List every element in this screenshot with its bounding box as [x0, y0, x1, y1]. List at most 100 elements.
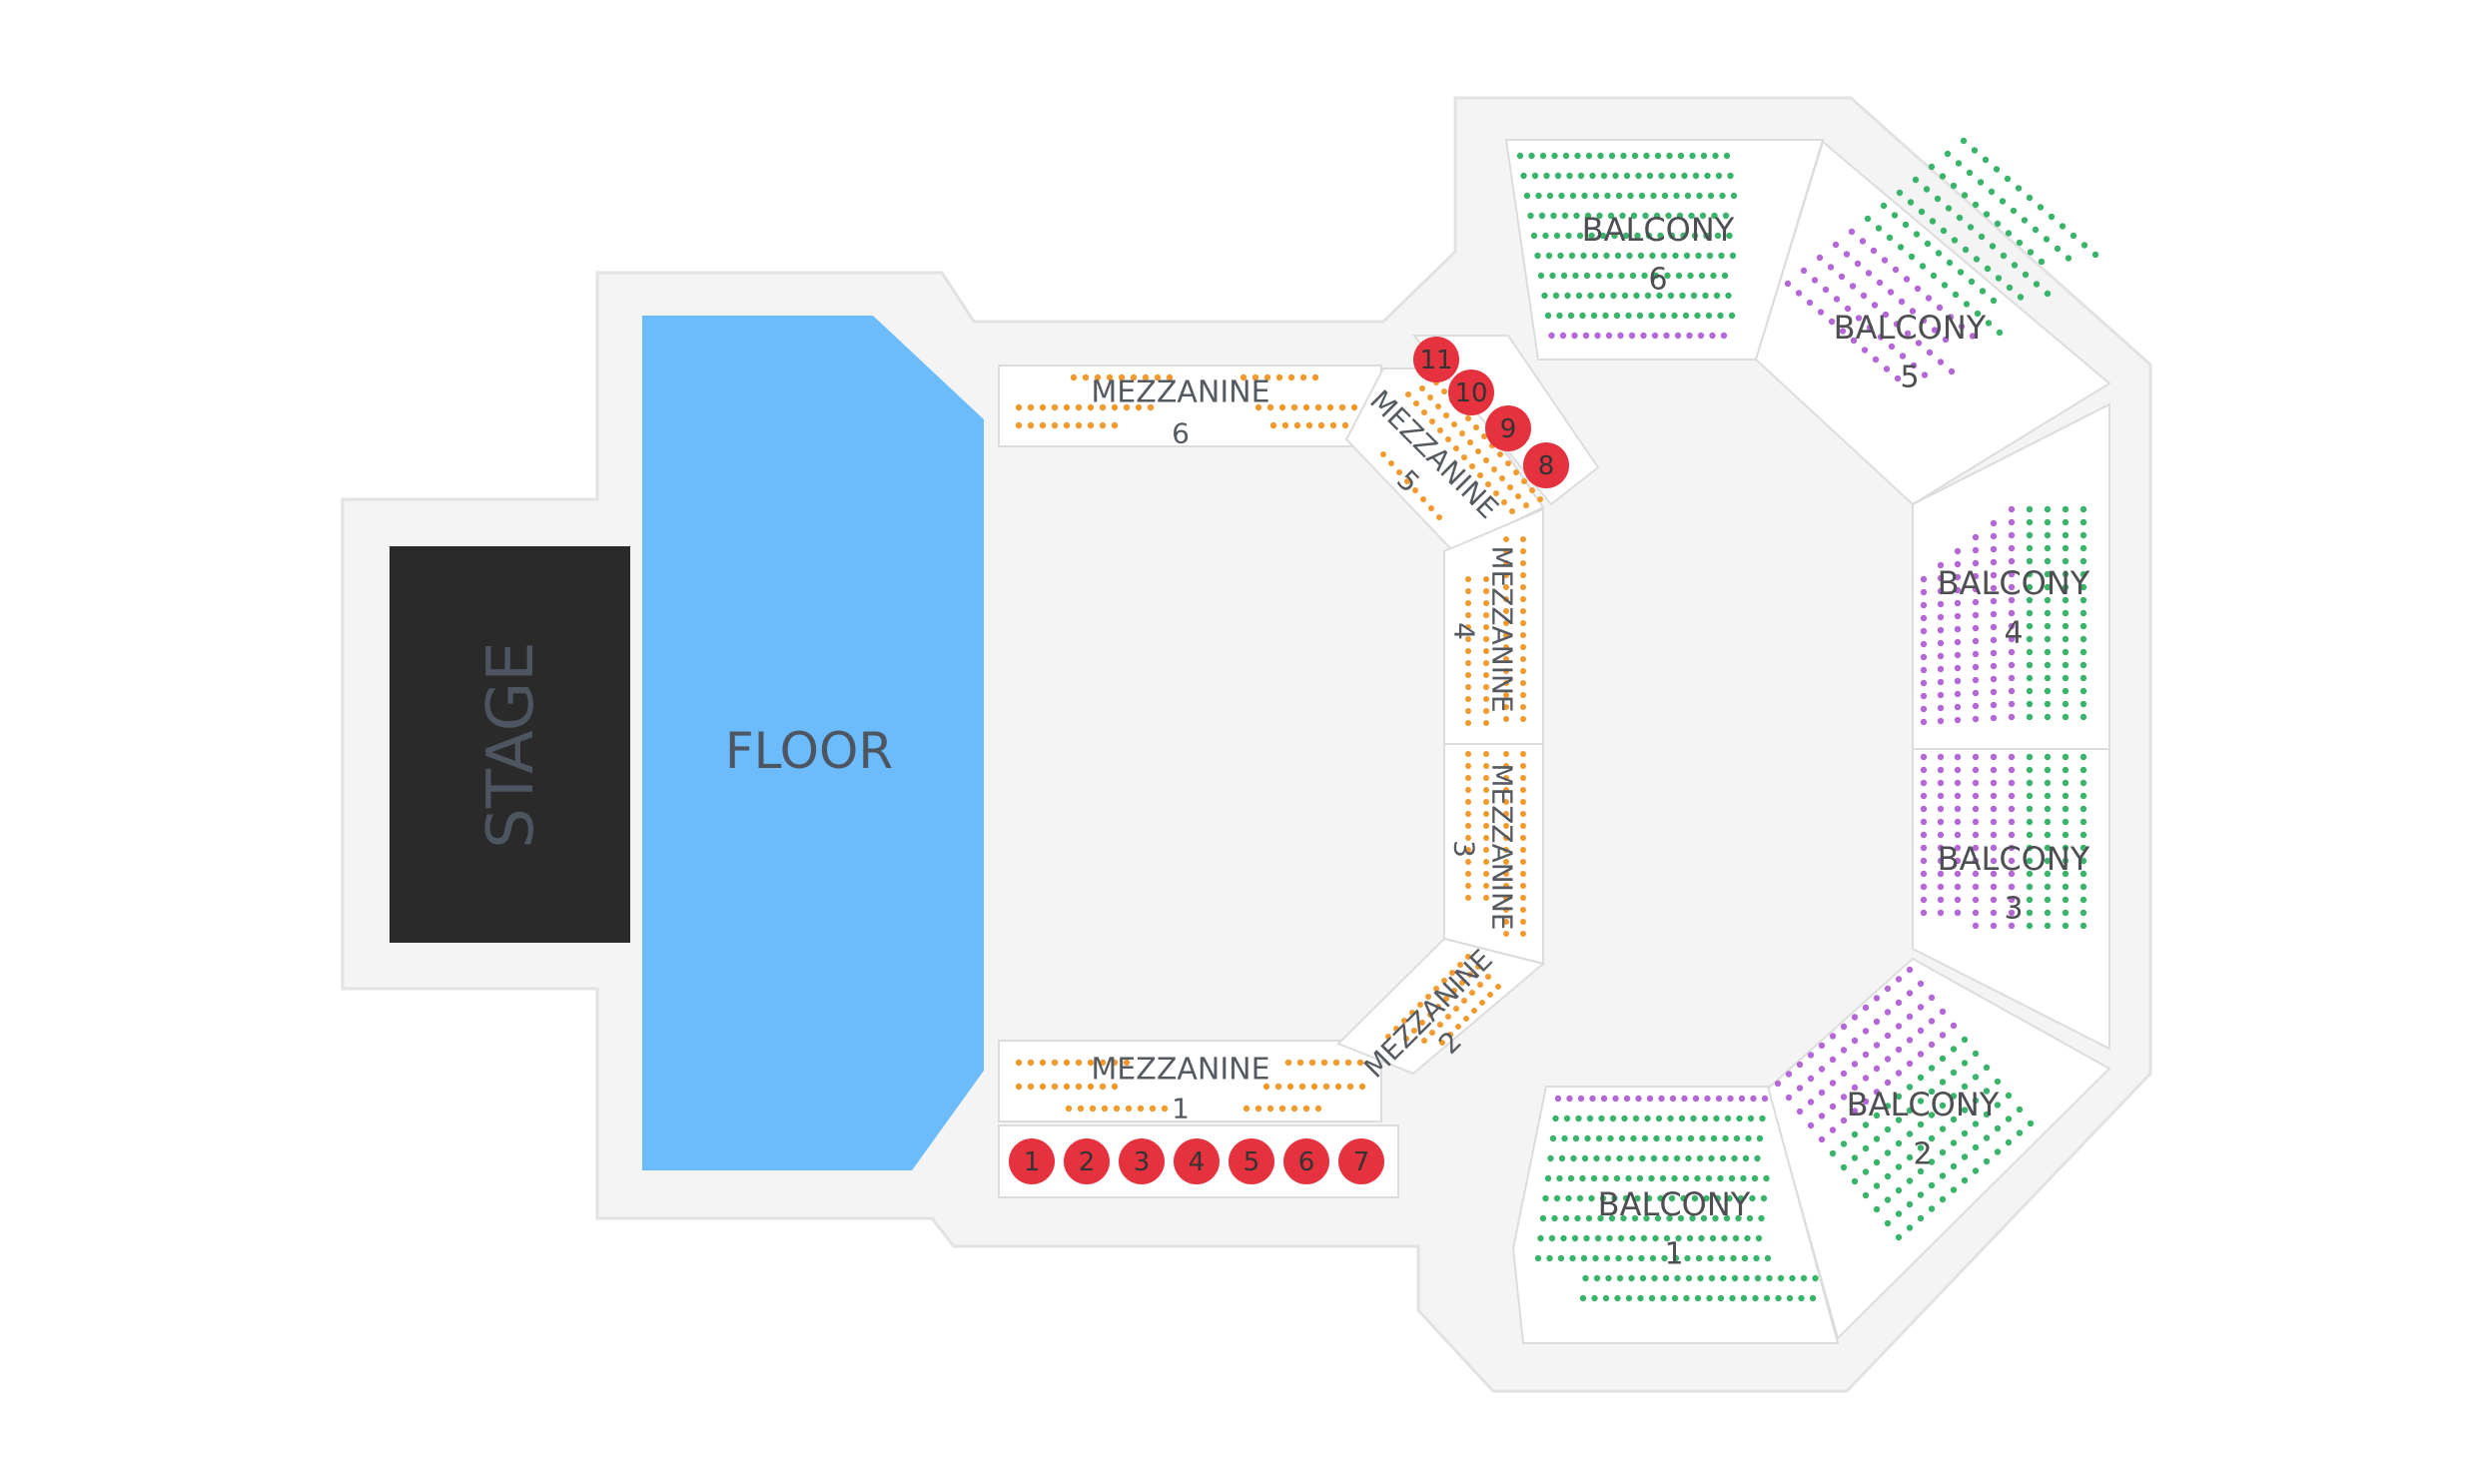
- seat[interactable]: [2062, 896, 2069, 904]
- seat[interactable]: [1871, 302, 1879, 309]
- seat[interactable]: [1503, 871, 1509, 877]
- seat[interactable]: [2054, 245, 2062, 253]
- seat[interactable]: [1465, 859, 1471, 865]
- seat[interactable]: [1673, 1154, 1681, 1162]
- seat[interactable]: [1600, 172, 1608, 180]
- seat[interactable]: [1983, 1064, 1991, 1072]
- seat[interactable]: [1954, 909, 1962, 917]
- seat[interactable]: [1137, 1105, 1145, 1113]
- seat[interactable]: [1728, 312, 1736, 320]
- seat[interactable]: [1569, 1254, 1576, 1262]
- box-seat-3[interactable]: 3: [1119, 1138, 1165, 1184]
- seat[interactable]: [1816, 254, 1824, 262]
- seat[interactable]: [1520, 859, 1526, 865]
- seat[interactable]: [1587, 292, 1594, 300]
- seat[interactable]: [1669, 172, 1677, 180]
- seat[interactable]: [1860, 292, 1868, 300]
- seat[interactable]: [1087, 1083, 1095, 1091]
- seat[interactable]: [1520, 536, 1526, 542]
- seat[interactable]: [1015, 1083, 1023, 1091]
- seat[interactable]: [1528, 152, 1535, 160]
- seat[interactable]: [1334, 1083, 1342, 1091]
- seat[interactable]: [1350, 403, 1358, 411]
- seat[interactable]: [1449, 970, 1455, 976]
- seat[interactable]: [1972, 805, 1980, 813]
- seat[interactable]: [1862, 1075, 1870, 1082]
- seat[interactable]: [1529, 487, 1535, 493]
- seat[interactable]: [1974, 310, 1982, 318]
- seat[interactable]: [1908, 253, 1916, 261]
- seat[interactable]: [1411, 1028, 1417, 1034]
- seat[interactable]: [1558, 1154, 1566, 1162]
- seat[interactable]: [1656, 292, 1663, 300]
- seat[interactable]: [2065, 255, 2072, 262]
- seat[interactable]: [1503, 787, 1509, 793]
- seat[interactable]: [2008, 713, 2016, 721]
- seat[interactable]: [1344, 1059, 1352, 1067]
- seat[interactable]: [1520, 692, 1526, 698]
- seat[interactable]: [1906, 1037, 1914, 1044]
- seat[interactable]: [2026, 713, 2034, 721]
- seat[interactable]: [1990, 870, 1998, 878]
- seat[interactable]: [1990, 584, 1998, 592]
- seat[interactable]: [1990, 857, 1998, 865]
- box-seat-4[interactable]: 4: [1174, 1138, 1220, 1184]
- seat[interactable]: [2015, 185, 2023, 192]
- seat[interactable]: [1928, 1065, 1936, 1072]
- seat[interactable]: [2010, 207, 2018, 215]
- seat[interactable]: [2044, 766, 2052, 774]
- seat[interactable]: [1924, 240, 1932, 248]
- seat[interactable]: [1851, 1014, 1859, 1021]
- seat[interactable]: [1356, 1059, 1364, 1067]
- seat[interactable]: [1928, 994, 1936, 1002]
- seat[interactable]: [2079, 596, 2087, 604]
- seat[interactable]: [1961, 1107, 1969, 1113]
- seat[interactable]: [2008, 583, 2016, 591]
- seat[interactable]: [1961, 1060, 1969, 1067]
- seat[interactable]: [1961, 192, 1969, 199]
- seat[interactable]: [1465, 720, 1471, 726]
- seat[interactable]: [1594, 332, 1601, 340]
- seat[interactable]: [2079, 909, 2087, 917]
- seat[interactable]: [1920, 718, 1928, 726]
- seat[interactable]: [1940, 227, 1948, 235]
- seat[interactable]: [1694, 1174, 1701, 1182]
- seat[interactable]: [1671, 312, 1678, 320]
- seat[interactable]: [1972, 1120, 1980, 1127]
- seat[interactable]: [1698, 272, 1706, 280]
- seat[interactable]: [1818, 1066, 1826, 1073]
- seat[interactable]: [1615, 192, 1623, 200]
- seat[interactable]: [2044, 870, 2052, 878]
- seat[interactable]: [1645, 1194, 1653, 1202]
- seat[interactable]: [1308, 1059, 1316, 1067]
- seat[interactable]: [1161, 1105, 1169, 1113]
- seat[interactable]: [1680, 1194, 1687, 1202]
- seat[interactable]: [1811, 277, 1819, 284]
- box-seat-11[interactable]: 11: [1413, 337, 1459, 382]
- seat[interactable]: [1990, 519, 1998, 527]
- seat[interactable]: [1906, 1224, 1914, 1231]
- seat[interactable]: [1749, 1194, 1756, 1202]
- seat[interactable]: [1988, 188, 1996, 196]
- seat[interactable]: [1135, 403, 1143, 411]
- seat[interactable]: [1917, 1191, 1925, 1198]
- seat[interactable]: [1607, 1134, 1614, 1142]
- seat[interactable]: [1705, 312, 1713, 320]
- seat[interactable]: [1937, 857, 1945, 865]
- seat[interactable]: [1546, 192, 1554, 200]
- seat[interactable]: [1675, 272, 1683, 280]
- box-seat-8[interactable]: 8: [1523, 442, 1569, 488]
- seat[interactable]: [1299, 373, 1307, 381]
- seat[interactable]: [2008, 531, 2016, 539]
- seat[interactable]: [1409, 1010, 1415, 1016]
- seat[interactable]: [1027, 1059, 1035, 1067]
- seat[interactable]: [2080, 242, 2088, 249]
- seat[interactable]: [1385, 1034, 1391, 1040]
- seat[interactable]: [1691, 232, 1699, 240]
- seat[interactable]: [1579, 1294, 1587, 1302]
- seat[interactable]: [1505, 460, 1511, 466]
- seat[interactable]: [1593, 1274, 1601, 1282]
- seat[interactable]: [2004, 175, 2012, 183]
- seat[interactable]: [2044, 792, 2052, 800]
- seat[interactable]: [1553, 1194, 1561, 1202]
